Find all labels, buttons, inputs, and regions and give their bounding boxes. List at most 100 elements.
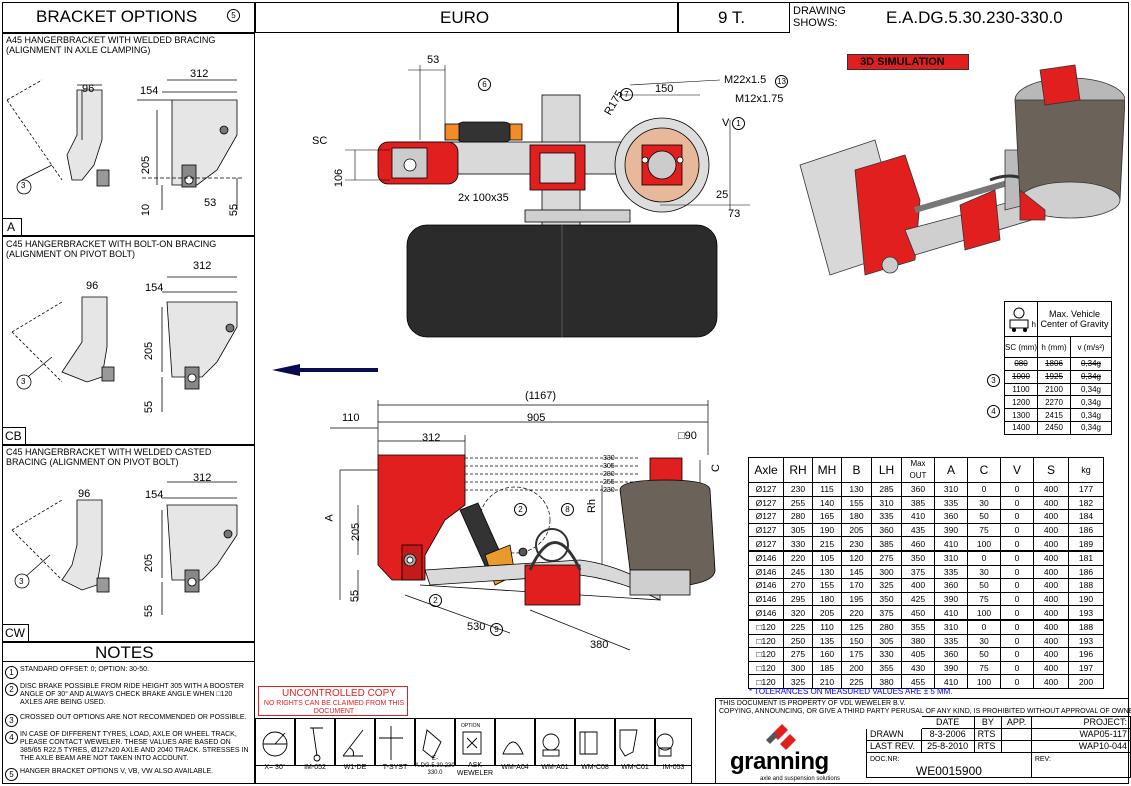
drawn-date: 8-3-2006 (920, 728, 975, 741)
icon-cell (495, 718, 535, 766)
brand-tagline: axle and suspension solutions (760, 776, 841, 782)
side-dim-905: 905 (527, 412, 546, 424)
vehicle-h-label: h (1031, 320, 1036, 329)
bracket-a-dim-10: 10 (140, 203, 153, 217)
side-dim-312: 312 (422, 432, 441, 444)
drawn-by: RTS (973, 728, 1003, 741)
icon-cell (615, 718, 655, 766)
bracket-cw-code: CW (5, 626, 25, 640)
icon-label: X= 30° (264, 764, 286, 771)
side-dim-530: 530 (467, 621, 486, 633)
bracket-cw-dim-205: 205 (143, 553, 156, 573)
vehicle-cog-icon (1009, 307, 1029, 332)
side-callout-8: 8 (561, 503, 574, 516)
title-block-copy: COPYING, ANNOUNCING, OR GIVE A THIRD PAR… (719, 708, 1131, 715)
bracket-cb-code-box (2, 427, 26, 445)
bracket-a-dim-96: 96 (82, 83, 95, 95)
title-block-grid: DATE BY APP. PROJECT: DRAWN 8-3-2006 RTS… (866, 716, 1131, 778)
icon-label: WM-A01 (541, 764, 569, 771)
side-a-label: A (323, 514, 336, 522)
region-label: EURO (440, 8, 490, 27)
icon-cell (255, 718, 295, 766)
side-dim-55: 55 (349, 589, 362, 603)
notes-title-box (2, 642, 255, 662)
bracket-options-title: BRACKET OPTIONS (36, 7, 198, 26)
icon-label: WM-A04 (501, 764, 529, 771)
docnr-value: WE0015900 (915, 764, 982, 778)
top-callout-6: 6 (478, 78, 491, 91)
bracket-a-code: A (7, 220, 16, 234)
tolerance-note: * TOLERANCES ON MEASURED VALUES ARE ± 5 … (749, 687, 953, 696)
bracket-a-dim-205: 205 (140, 155, 153, 175)
top-callout-7: 7 (620, 88, 633, 101)
vehicle-cog-callout-4: 4 (987, 405, 1000, 418)
lastrev-by: RTS (973, 740, 1003, 753)
side-height-330: 330 (603, 455, 615, 462)
rev-cell: REV: (1030, 752, 1131, 778)
top-m22: M22x1.5 (724, 74, 767, 86)
side-c-label: C (709, 464, 722, 472)
icon-cell (535, 718, 575, 766)
side-height-230: 230 (603, 487, 615, 494)
top-dim-25: 25 (716, 189, 729, 201)
rev-label: REV: (1034, 756, 1051, 763)
direction-arrow-icon (272, 364, 378, 376)
bracket-cw-dim-96: 96 (78, 488, 91, 500)
vehicle-cog-header-v: v (m/s²) (1070, 336, 1112, 358)
side-dim-110: 110 (342, 412, 360, 424)
header-load-cell (678, 2, 790, 33)
top-dim-53: 53 (427, 54, 440, 66)
vehicle-cog-callout-3: 3 (987, 374, 1000, 387)
lastrev-project: WAP10-044 (1030, 740, 1131, 753)
vehicle-cog-header-sc: SC (mm) (1004, 336, 1038, 358)
bracket-a-callout: 3 (21, 181, 26, 190)
vehicle-cog-title: Max. Vehicle Center of Gravity (1037, 301, 1112, 337)
brand-name: granning (730, 748, 829, 775)
drawing-shows-label: DRAWING SHOWS: (793, 5, 846, 29)
side-rh-label: Rh (586, 498, 599, 514)
icon-cell (655, 718, 692, 766)
side-height-305: 305 (603, 463, 615, 470)
col-by: BY (973, 716, 1003, 729)
icon-cell (375, 718, 415, 766)
icon-cell (455, 718, 495, 766)
top-dim-150: 150 (655, 83, 674, 95)
drawn-project: WAP05-117 (1030, 728, 1131, 741)
option-tag: OPTION (461, 723, 481, 729)
icon-label: T-SYST (382, 764, 408, 771)
top-v: V (722, 117, 730, 129)
bracket-cb-code: CB (5, 429, 22, 443)
header-left-cell (2, 2, 255, 33)
icon-cell (295, 718, 335, 766)
sim-3d-render (799, 64, 1125, 276)
bracket-cb-cell (2, 236, 255, 445)
icon-cell (575, 718, 615, 766)
bracket-a-drawing (6, 79, 242, 210)
side-callout-2: 2 (514, 503, 527, 516)
bracket-cw-callout: 3 (19, 577, 24, 586)
bracket-a-dim-53: 53 (204, 197, 217, 209)
bracket-cw-cell (2, 445, 255, 642)
side-height-280: 280 (603, 471, 615, 478)
side-dim-90: □90 (678, 430, 697, 442)
top-callout-1: 1 (732, 117, 745, 130)
sim-label: 3D SIMULATION (860, 56, 945, 68)
